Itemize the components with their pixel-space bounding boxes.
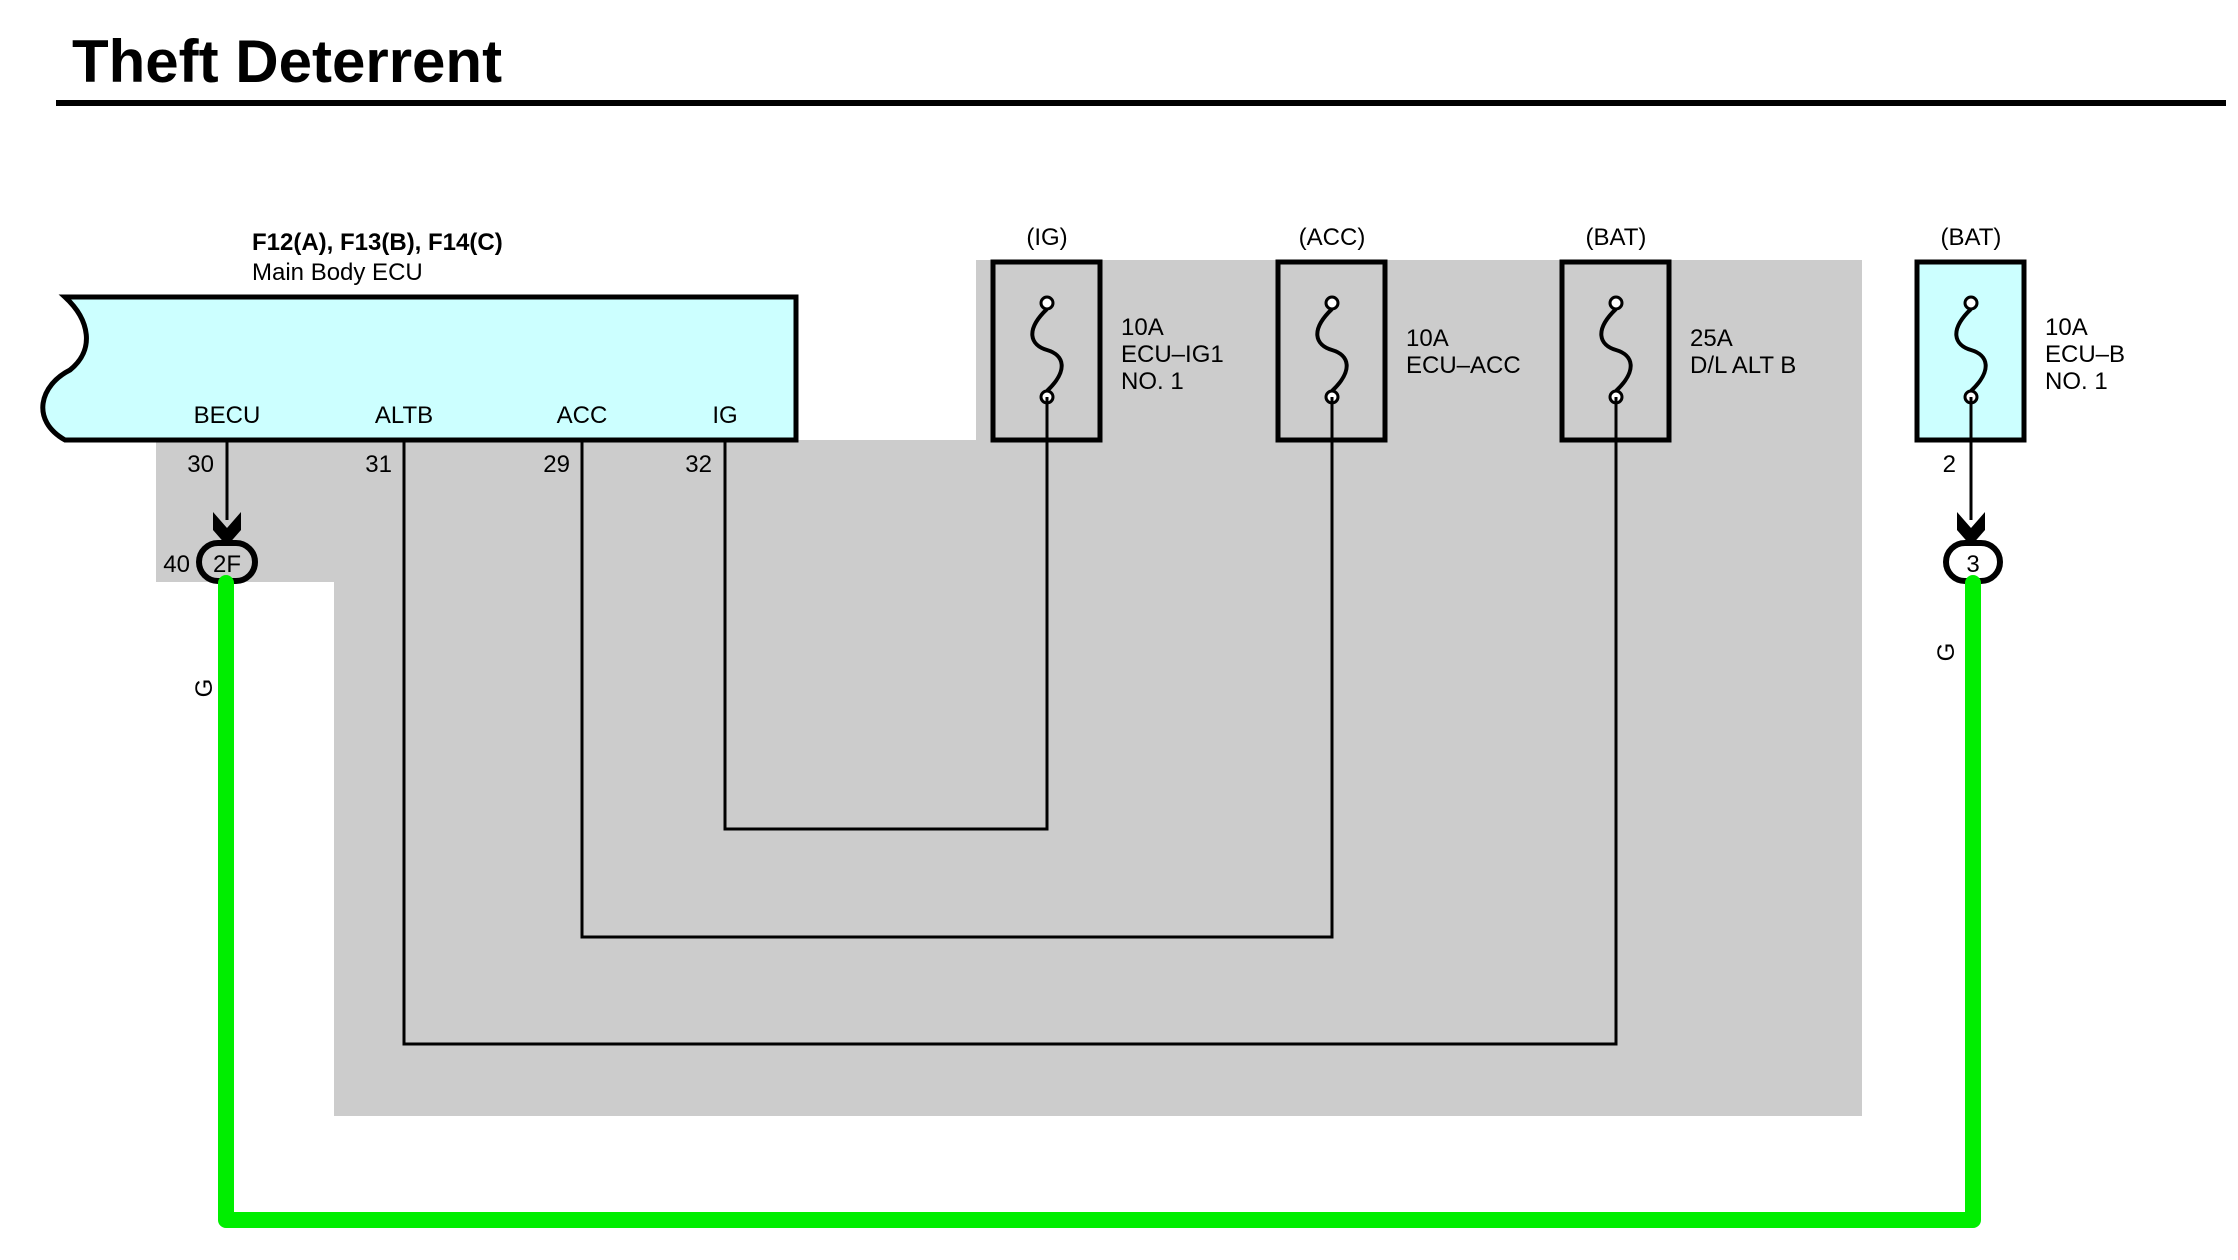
terminal-ig: IG xyxy=(712,402,737,429)
main-body-ecu xyxy=(40,294,799,443)
fuse-name-2: NO. 1 xyxy=(2045,368,2108,395)
fuse-rating: 25A xyxy=(1690,325,1733,352)
fuse-supply-label: (ACC) xyxy=(1299,224,1366,251)
terminal-becu: BECU xyxy=(194,402,261,429)
fuse-name: D/L ALT B xyxy=(1690,352,1796,379)
fuse-rating: 10A xyxy=(1406,325,1449,352)
pin-number: 2 xyxy=(1943,451,1956,478)
fuse-supply-label: (BAT) xyxy=(1941,224,2002,251)
fuse-supply-label: (BAT) xyxy=(1586,224,1647,251)
junction-code: 3 xyxy=(1966,551,1979,578)
ecu-name-label: Main Body ECU xyxy=(252,259,423,286)
junction-code: 2F xyxy=(213,551,241,578)
pin-number: 30 xyxy=(187,451,214,478)
fuse-name: ECU–ACC xyxy=(1406,352,1521,379)
wire-altb xyxy=(402,397,1618,1046)
title-underline xyxy=(56,100,2226,106)
pin-number: 29 xyxy=(543,451,570,478)
pin-number: 32 xyxy=(685,451,712,478)
terminal-altb: ALTB xyxy=(375,402,433,429)
fuse-ecu-b: (BAT) 10A ECU–B NO. 1 2 xyxy=(1914,224,2125,478)
connector-arrow-icon xyxy=(1957,512,1985,546)
fuse-rating: 10A xyxy=(2045,314,2088,341)
wire-acc xyxy=(580,397,1334,939)
pin-number: 31 xyxy=(365,451,392,478)
wire-color-label: G xyxy=(191,679,218,698)
fuse-name-2: NO. 1 xyxy=(1121,368,1184,395)
wire-color-label: G xyxy=(1933,643,1960,662)
fuse-name: ECU–B xyxy=(2045,341,2125,368)
fuse-supply-label: (IG) xyxy=(1026,224,1067,251)
fuse-alt-b: (BAT) 25A D/L ALT B xyxy=(1559,224,1796,443)
ecu-connectors-label: F12(A), F13(B), F14(C) xyxy=(252,229,503,256)
junction-pin: 40 xyxy=(163,551,190,578)
wire-ig xyxy=(723,397,1049,831)
terminal-acc: ACC xyxy=(557,402,608,429)
fuse-name: ECU–IG1 xyxy=(1121,341,1224,368)
connector-arrow-icon xyxy=(213,512,241,546)
fuse-rating: 10A xyxy=(1121,314,1164,341)
fuse-icon xyxy=(1954,295,1988,405)
green-wire xyxy=(218,575,1981,1228)
page-title: Theft Deterrent xyxy=(72,28,502,95)
fuse-ig: (IG) 10A ECU–IG1 NO. 1 xyxy=(990,224,1224,443)
